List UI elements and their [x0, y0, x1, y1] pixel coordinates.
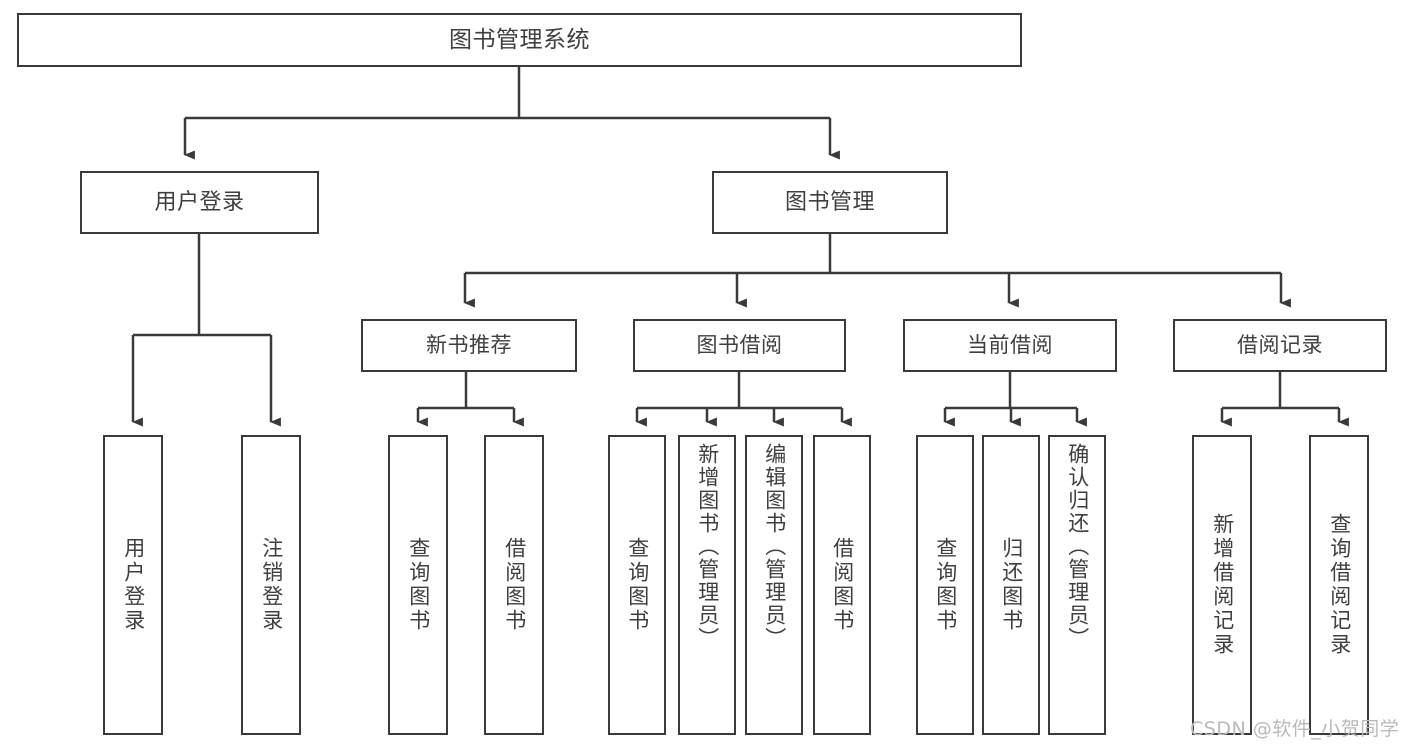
node-label: 借阅图书: [830, 537, 855, 633]
node-label: 当前借阅: [967, 333, 1053, 358]
node-user-login[interactable]: 用户登录: [80, 171, 319, 234]
node-label: 查询图书: [625, 537, 650, 633]
leaf-logout[interactable]: 注销登录: [241, 435, 301, 735]
node-label: 借阅图书: [502, 537, 527, 633]
node-label: 查询图书: [406, 537, 431, 633]
node-label: 归还图书: [999, 537, 1024, 633]
node-label: 新增借阅记录: [1210, 513, 1235, 657]
node-label: 新增图书（管理员）: [695, 443, 720, 650]
leaf-borrow-book[interactable]: 借阅图书: [813, 435, 871, 735]
leaf-borrow-book-recommend[interactable]: 借阅图书: [484, 435, 544, 735]
node-label: 新书推荐: [426, 333, 512, 358]
node-label: 图书管理系统: [449, 26, 590, 53]
node-label: 图书管理: [784, 189, 875, 215]
node-book-management[interactable]: 图书管理: [712, 171, 948, 234]
node-label: 用户登录: [121, 537, 146, 633]
node-label: 用户登录: [154, 189, 245, 215]
leaf-edit-book-admin[interactable]: 编辑图书（管理员）: [745, 435, 803, 735]
node-current-borrow[interactable]: 当前借阅: [903, 319, 1117, 372]
leaf-add-book-admin[interactable]: 新增图书（管理员）: [678, 435, 736, 735]
watermark: CSDN @软件_小贺同学: [1190, 718, 1400, 740]
node-new-book-recommend[interactable]: 新书推荐: [361, 319, 577, 372]
leaf-query-borrow-record[interactable]: 查询借阅记录: [1309, 435, 1369, 735]
node-label: 编辑图书（管理员）: [762, 443, 787, 650]
leaf-return-book[interactable]: 归还图书: [982, 435, 1040, 735]
leaf-query-book-recommend[interactable]: 查询图书: [388, 435, 448, 735]
node-book-management-system[interactable]: 图书管理系统: [17, 13, 1022, 67]
leaf-user-login[interactable]: 用户登录: [103, 435, 163, 735]
node-label: 借阅记录: [1237, 333, 1323, 358]
node-label: 图书借阅: [696, 333, 783, 358]
node-book-borrow[interactable]: 图书借阅: [633, 319, 846, 372]
node-label: 注销登录: [259, 537, 284, 633]
leaf-add-borrow-record[interactable]: 新增借阅记录: [1192, 435, 1252, 735]
node-label: 查询图书: [933, 537, 958, 633]
leaf-query-book-current[interactable]: 查询图书: [916, 435, 974, 735]
node-borrow-record[interactable]: 借阅记录: [1173, 319, 1387, 372]
node-label: 查询借阅记录: [1327, 513, 1352, 657]
leaf-query-book-borrow[interactable]: 查询图书: [608, 435, 666, 735]
node-label: 确认归还（管理员）: [1065, 443, 1090, 650]
leaf-confirm-return-admin[interactable]: 确认归还（管理员）: [1048, 435, 1106, 735]
